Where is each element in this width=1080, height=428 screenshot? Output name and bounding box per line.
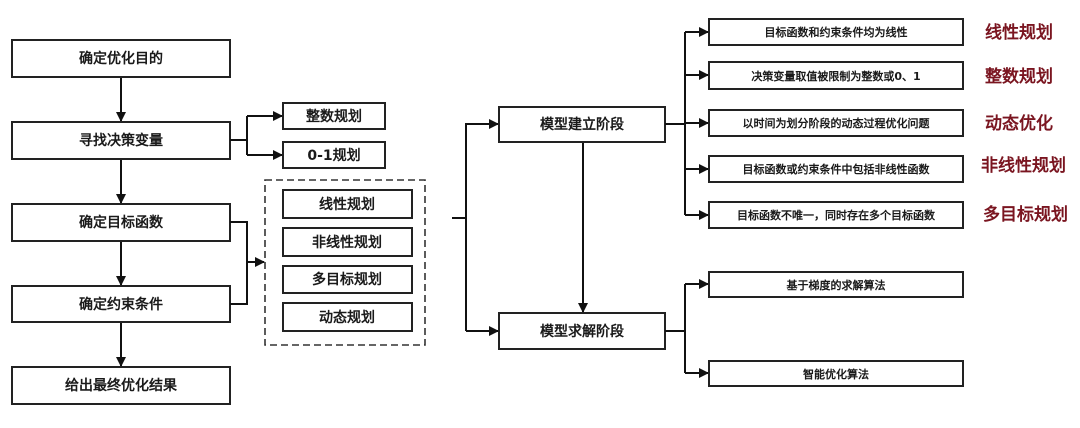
modeling-branch-desc: 决策变量取值被限制为整数或0、1	[751, 69, 920, 83]
problem-type-label: 线性规划	[319, 196, 375, 213]
modeling-branch-dynamic: 以时间为划分阶段的动态过程优化问题 动态优化	[708, 109, 1053, 137]
solving-branch-label: 基于梯度的求解算法	[786, 278, 886, 292]
modeling-branch-multiobjective: 目标函数不唯一，同时存在多个目标函数 多目标规划	[708, 201, 1068, 229]
modeling-branch-desc: 目标函数不唯一，同时存在多个目标函数	[737, 208, 936, 222]
modeling-branch-desc: 目标函数和约束条件均为线性	[765, 25, 908, 39]
process-step-label: 寻找决策变量	[79, 132, 163, 149]
modeling-branch-linear: 目标函数和约束条件均为线性 线性规划	[708, 18, 1053, 46]
problem-type-multiobjective: 多目标规划	[282, 265, 413, 294]
problem-type-nonlinear: 非线性规划	[282, 227, 413, 257]
problem-type-linear: 线性规划	[282, 189, 413, 219]
modeling-branch-type-label: 动态优化	[985, 113, 1053, 134]
process-step-box	[11, 366, 231, 405]
modeling-branch-box	[708, 155, 964, 183]
problem-type-box	[282, 302, 413, 332]
stage-solving: 模型求解阶段	[498, 312, 666, 350]
modeling-branch-box	[708, 18, 964, 46]
problem-type-dynamic: 动态规划	[282, 302, 413, 332]
problem-type-label: 动态规划	[319, 309, 375, 326]
process-step-box	[11, 39, 231, 78]
variable-type-box	[282, 102, 386, 130]
solving-branch-box	[708, 271, 964, 298]
stage-section: 模型建立阶段 模型求解阶段	[452, 106, 666, 350]
problem-type-box	[282, 227, 413, 257]
modeling-branch-type-label: 整数规划	[985, 66, 1053, 87]
modeling-branch-nonlinear: 目标函数或约束条件中包括非线性函数 非线性规划	[708, 155, 1066, 183]
stage-box	[498, 106, 666, 143]
solving-branch-intelligent: 智能优化算法	[708, 360, 964, 387]
process-step-4: 确定约束条件	[11, 285, 231, 323]
modeling-branch-type-label: 非线性规划	[981, 155, 1066, 176]
variable-type-label: 0-1规划	[307, 147, 360, 164]
modeling-branch-type-label: 线性规划	[985, 22, 1053, 43]
problem-type-box	[282, 265, 413, 294]
variable-type-binary: 0-1规划	[282, 141, 386, 169]
stage-modeling: 模型建立阶段	[498, 106, 666, 143]
process-step-2: 寻找决策变量	[11, 121, 231, 160]
solving-branch-label: 智能优化算法	[803, 367, 869, 381]
process-column: 确定优化目的 寻找决策变量 确定目标函数 确定约束条件 给出最终优化结果	[11, 39, 231, 405]
stage-label: 模型建立阶段	[540, 116, 624, 133]
solving-branches: 基于梯度的求解算法 智能优化算法	[665, 271, 964, 387]
solving-branch-gradient: 基于梯度的求解算法	[708, 271, 964, 298]
process-step-3: 确定目标函数	[11, 203, 231, 242]
variable-type-box	[282, 141, 386, 169]
variable-type-integer: 整数规划	[282, 102, 386, 130]
process-step-box	[11, 203, 231, 242]
modeling-branch-box	[708, 109, 964, 137]
stage-box	[498, 312, 666, 350]
modeling-branch-desc: 以时间为划分阶段的动态过程优化问题	[743, 116, 931, 130]
problem-type-label: 多目标规划	[312, 271, 382, 288]
process-step-label: 确定目标函数	[79, 214, 164, 231]
process-step-5: 给出最终优化结果	[11, 366, 231, 405]
process-step-1: 确定优化目的	[11, 39, 231, 78]
solving-branch-box	[708, 360, 964, 387]
problem-type-label: 非线性规划	[312, 234, 382, 251]
process-step-label: 给出最终优化结果	[65, 377, 178, 394]
stage-label: 模型求解阶段	[540, 323, 624, 340]
process-step-box	[11, 121, 231, 160]
bracket-steps-3-4	[230, 221, 248, 305]
process-step-label: 确定优化目的	[79, 50, 163, 67]
variable-type-label: 整数规划	[305, 108, 362, 125]
modeling-branch-type-label: 多目标规划	[983, 204, 1068, 225]
process-step-label: 确定约束条件	[79, 296, 163, 313]
modeling-branch-integer: 决策变量取值被限制为整数或0、1 整数规划	[708, 61, 1053, 90]
modeling-branch-box	[708, 201, 964, 229]
problem-type-dashed-group	[264, 179, 426, 346]
modeling-branch-box	[708, 61, 964, 90]
problem-type-branch: 线性规划 非线性规划 多目标规划 动态规划	[230, 179, 426, 346]
problem-type-box	[282, 189, 413, 219]
process-step-box	[11, 285, 231, 323]
variable-type-branch: 整数规划 0-1规划	[230, 102, 386, 169]
modeling-branch-desc: 目标函数或约束条件中包括非线性函数	[743, 162, 931, 176]
modeling-branches: 目标函数和约束条件均为线性 线性规划 决策变量取值被限制为整数或0、1 整数规划…	[665, 18, 1068, 229]
